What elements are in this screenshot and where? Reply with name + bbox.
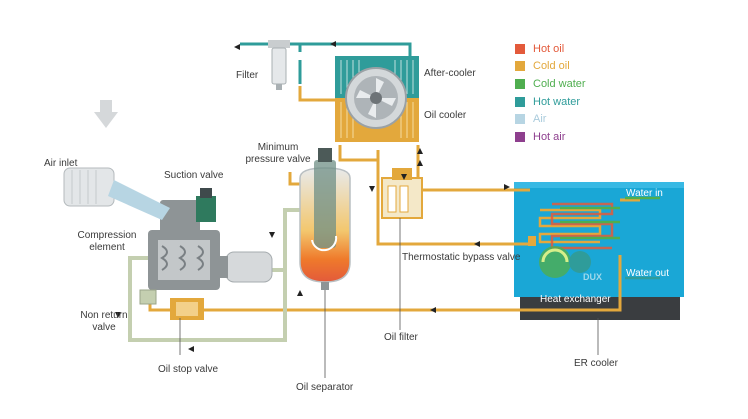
oil-stop-valve: [170, 298, 204, 320]
label-line: Non return: [80, 310, 128, 321]
non-return-valve: [139, 289, 157, 305]
legend-item-hot-oil: Hot oil: [515, 40, 586, 58]
label-compression-element: Compression element: [70, 230, 144, 254]
water-pipes: [625, 196, 660, 280]
label-air-inlet: Air inlet: [44, 158, 78, 169]
legend-label: Hot air: [533, 130, 566, 143]
label-after-cooler: After-cooler: [424, 68, 476, 79]
label-heat-exchanger: Heat exchanger: [540, 294, 611, 305]
filter-unit: [268, 40, 290, 90]
legend-swatch: [515, 78, 525, 89]
label-suction-valve: Suction valve: [164, 170, 224, 181]
hot-water-pipes: [240, 42, 412, 84]
legend-label: Air: [533, 113, 547, 126]
flow-arrow-icon: [115, 41, 510, 352]
suction-valve: [160, 188, 216, 236]
oil-separator-tank: [299, 148, 351, 290]
legend-swatch: [515, 131, 525, 142]
label-er-cooler: ER cooler: [574, 358, 618, 369]
label-thermostatic-bypass-valve: Thermostatic bypass valve: [402, 252, 521, 263]
legend-item-air: Air: [515, 110, 586, 128]
label-oil-cooler: Oil cooler: [424, 110, 467, 121]
legend-item-hot-air: Hot air: [515, 128, 586, 146]
air-inlet-arrow-icon: [94, 100, 118, 128]
legend-label: Hot oil: [533, 42, 565, 55]
label-line: Minimum: [257, 142, 299, 153]
oil-filter-unit: [381, 168, 423, 219]
legend-item-hot-water: Hot water: [515, 93, 586, 111]
legend-label: Hot water: [533, 95, 581, 108]
label-water-in: Water in: [626, 188, 663, 199]
er-coil: [538, 202, 620, 250]
label-oil-filter: Oil filter: [384, 332, 418, 343]
cooler-assembly: [335, 56, 419, 142]
svg-text:DUX: DUX: [583, 272, 602, 282]
legend-swatch: [515, 61, 525, 72]
label-filter: Filter: [236, 70, 259, 81]
label-non-return-valve: Non return valve: [74, 310, 134, 334]
label-line: pressure valve: [245, 154, 311, 165]
label-oil-stop-valve: Oil stop valve: [158, 364, 219, 375]
legend-item-cold-water: Cold water: [515, 75, 586, 93]
legend-swatch: [515, 114, 525, 125]
er-cooler-unit: DUX: [514, 182, 684, 320]
label-oil-separator: Oil separator: [296, 382, 354, 393]
leader-lines: [179, 218, 599, 378]
label-minimum-pressure-valve: Minimum pressure valve: [242, 142, 314, 166]
legend-item-cold-oil: Cold oil: [515, 58, 586, 76]
label-line: valve: [92, 322, 116, 333]
legend-swatch: [515, 43, 525, 54]
legend-swatch: [515, 96, 525, 107]
compression-element: [148, 230, 273, 290]
label-line: element: [89, 242, 125, 253]
air-inlet-filter: [63, 100, 170, 220]
label-line: Compression: [77, 230, 137, 241]
legend-label: Cold water: [533, 77, 586, 90]
label-water-out: Water out: [626, 268, 669, 279]
legend: Hot oil Cold oil Cold water Hot water Ai…: [515, 40, 586, 146]
legend-label: Cold oil: [533, 60, 570, 73]
